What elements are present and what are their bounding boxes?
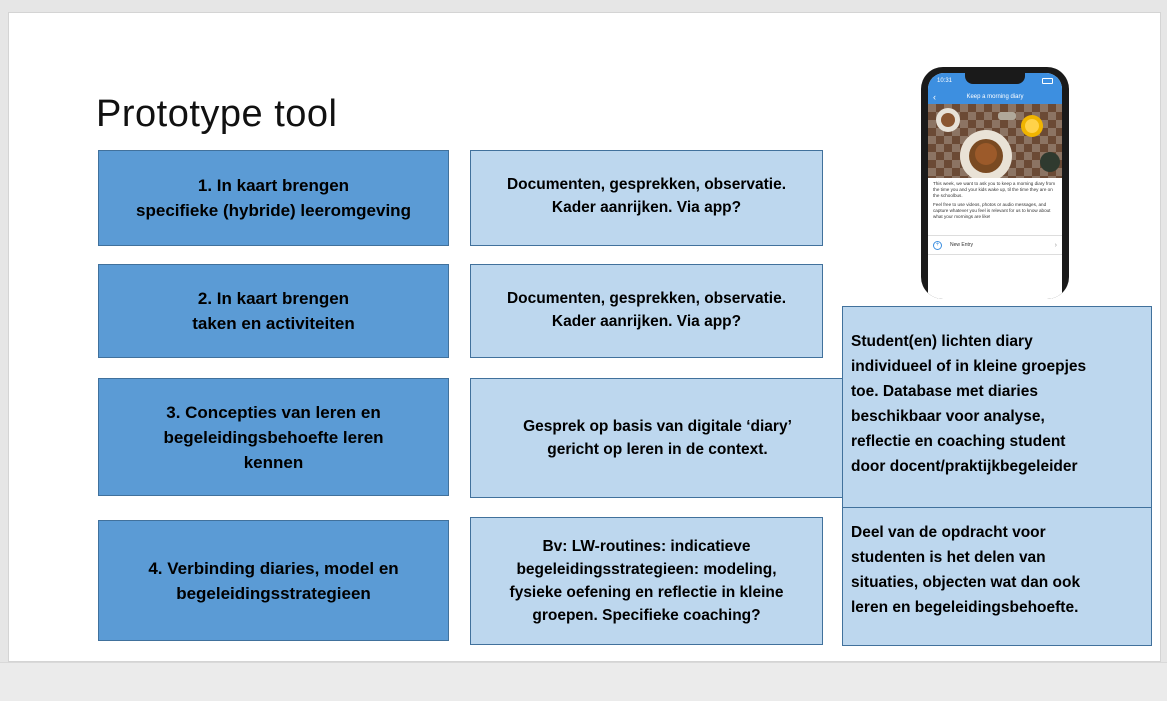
breakfast-table-illustration: [928, 104, 1062, 178]
approach-box-1[interactable]: Documenten, gesprekken, observatie. Kade…: [470, 150, 823, 246]
side-note-database[interactable]: Student(en) lichten diary individueel of…: [842, 306, 1152, 510]
step-text-3: 3. Concepties van leren en begeleidingsb…: [163, 402, 384, 472]
phone-description-2: Feel free to use videos, photos or audio…: [933, 202, 1051, 219]
notes-pane-bar: [0, 662, 1167, 701]
step-box-2[interactable]: 2. In kaart brengen taken en activiteite…: [98, 264, 449, 358]
approach-box-2[interactable]: Documenten, gesprekken, observatie. Kade…: [470, 264, 823, 358]
phone-screen: 10:31 ‹ Keep a morning diary: [928, 73, 1062, 299]
step-text-2: 2. In kaart brengen taken en activiteite…: [192, 289, 355, 333]
side-note-assignment[interactable]: Deel van de opdracht voor studenten is h…: [842, 507, 1152, 646]
phone-nav-bar: ‹ Keep a morning diary: [928, 89, 1062, 104]
battery-icon: [1042, 78, 1053, 84]
step-box-3[interactable]: 3. Concepties van leren en begeleidingsb…: [98, 378, 449, 496]
step-box-1[interactable]: 1. In kaart brengen specifieke (hybride)…: [98, 150, 449, 246]
chevron-right-icon: ›: [1054, 241, 1057, 249]
new-entry-row[interactable]: + New Entry ›: [928, 235, 1062, 255]
step-text-4: 4. Verbinding diaries, model en begeleid…: [148, 558, 399, 603]
approach-text-1: Documenten, gesprekken, observatie. Kade…: [506, 176, 787, 216]
approach-text-3: Gesprek op basis van digitale ‘diary’ ge…: [523, 418, 792, 458]
approach-text-2: Documenten, gesprekken, observatie. Kade…: [506, 290, 787, 330]
phone-notch: [965, 73, 1025, 84]
back-chevron-icon: ‹: [933, 91, 936, 102]
side-note-text-1: Student(en) lichten diary individueel of…: [851, 333, 1087, 475]
breakfast-photo: [928, 104, 1062, 178]
approach-box-3[interactable]: Gesprek op basis van digitale ‘diary’ ge…: [470, 378, 845, 498]
approach-text-4: Bv: LW-routines: indicatieve begeleiding…: [509, 538, 784, 624]
slide-canvas: Prototype tool 1. In kaart brengen speci…: [8, 12, 1161, 662]
phone-mockup-image[interactable]: 10:31 ‹ Keep a morning diary: [921, 67, 1069, 299]
approach-box-4[interactable]: Bv: LW-routines: indicatieve begeleiding…: [470, 517, 823, 645]
phone-description-1: This week, we want to ask you to keep a …: [933, 181, 1056, 198]
slide-title[interactable]: Prototype tool: [96, 93, 338, 135]
phone-time: 10:31: [937, 78, 953, 84]
side-note-text-2: Deel van de opdracht voor studenten is h…: [851, 524, 1081, 616]
add-circle-icon: +: [933, 240, 942, 250]
step-text-1: 1. In kaart brengen specifieke (hybride)…: [136, 176, 411, 220]
new-entry-label: New Entry: [950, 242, 974, 248]
step-box-4[interactable]: 4. Verbinding diaries, model en begeleid…: [98, 520, 449, 641]
phone-nav-title: Keep a morning diary: [966, 93, 1024, 100]
